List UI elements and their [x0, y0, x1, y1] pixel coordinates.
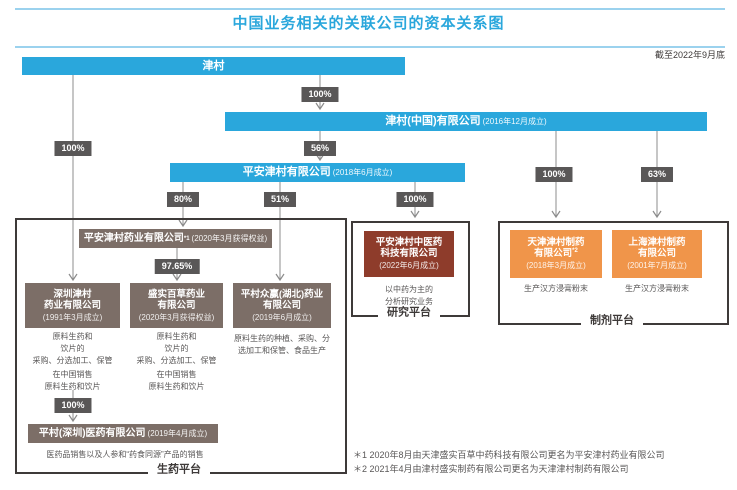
arrow-shenzhen-pingcun	[68, 414, 78, 423]
company-founded: (2016年12月成立)	[482, 116, 547, 126]
company-founded: (2018年3月成立)	[526, 261, 586, 270]
business-description: 以中药为主的 分析研究业务	[385, 285, 433, 306]
ownership-badge: 63%	[640, 167, 674, 183]
node-pingcun-zhongying: 平村众赢(湖北)药业 有限公司 (2019年6月成立)	[233, 283, 331, 328]
ownership-badge: 51%	[263, 192, 297, 208]
ownership-badge: 100%	[396, 192, 434, 208]
company-name: 盛实百草药业	[147, 288, 205, 300]
page-title: 中国业务相关的关联公司的资本关系图	[232, 15, 505, 32]
arrow-pingan-pharma	[178, 219, 188, 228]
ownership-badge: 100%	[54, 141, 92, 157]
arrow-pingan-tcm	[410, 210, 420, 219]
header-rule-top	[15, 8, 725, 10]
business-description: 医药品销售以及人参和“药食同源”产品的销售	[46, 450, 204, 459]
node-shenzhen-tsumura: 深圳津村 药业有限公司 (1991年3月成立)	[25, 283, 120, 328]
company-name: 有限公司	[637, 248, 676, 259]
footnote-marker: *2	[572, 247, 578, 254]
arrow-china-tianjin	[551, 210, 561, 219]
company-name: 平村(深圳)医药有限公司	[38, 427, 146, 439]
node-pingan-tcm-tech: 平安津村中医药 科技有限公司 (2022年6月成立)	[364, 231, 454, 277]
company-name: 药业有限公司	[43, 299, 101, 311]
company-name: 天津津村制药	[527, 237, 585, 248]
company-name: 平村众赢(湖北)药业	[240, 288, 324, 300]
business-description: 在中国销售 原料生药和饮片	[44, 370, 101, 391]
node-tsumura-china: 津村(中国)有限公司(2016年12月成立)	[225, 112, 707, 131]
company-name: 有限公司	[262, 299, 301, 311]
business-description: 生产汉方浸膏粉末	[625, 284, 689, 293]
company-name: 有限公司	[157, 299, 196, 311]
ownership-badge: 100%	[301, 87, 339, 103]
platform-label-crude-drug: 生药平台	[148, 463, 210, 477]
as-of-date: 截至2022年9月底	[654, 50, 725, 60]
arrow-pharma-shengshi	[172, 273, 182, 282]
platform-label-research: 研究平台	[378, 306, 440, 320]
arrow-tsumura-china	[315, 102, 325, 111]
company-name: 上海津村制药	[628, 237, 686, 248]
company-name: 津村	[202, 59, 225, 72]
arrow-tsumura-shenzhen	[68, 273, 78, 282]
company-name: 津村(中国)有限公司	[385, 115, 481, 127]
business-description: 生产汉方浸膏粉末	[524, 284, 588, 293]
platform-label-formulation: 制剂平台	[581, 314, 643, 328]
business-description: 原料生药和 饮片的 采购、分选加工、保管	[136, 332, 217, 365]
company-founded: (2020年3月获得权益)	[138, 312, 215, 322]
business-description: 原料生药和 饮片的 采购、分选加工、保管	[32, 332, 113, 365]
node-shengshi-baicao: 盛实百草药业 有限公司 (2020年3月获得权益)	[130, 283, 223, 328]
company-founded: (2019年4月成立)	[147, 428, 208, 438]
company-name: 平安津村药业有限公司	[83, 232, 184, 244]
company-founded: (2001年7月成立)	[627, 261, 687, 270]
node-tianjin-tsumura: 天津津村制药 有限公司*2 (2018年3月成立)	[510, 230, 602, 278]
footnote-2: ＊2 2021年4月由津村盛实制药有限公司更名为天津津村制药有限公司	[353, 464, 629, 474]
ownership-badge: 56%	[303, 141, 337, 157]
company-name: 科技有限公司	[380, 248, 438, 259]
node-pingan-pharma: 平安津村药业有限公司*1(2020年3月获得权益)	[79, 229, 272, 248]
company-founded: (2019年6月成立)	[252, 312, 312, 322]
company-founded: (2018年6月成立)	[332, 167, 393, 177]
node-pingcun-shenzhen: 平村(深圳)医药有限公司(2019年4月成立)	[28, 424, 218, 443]
ownership-badge: 80%	[166, 192, 200, 208]
company-founded: (1991年3月成立)	[42, 312, 103, 322]
ownership-badge: 100%	[535, 167, 573, 183]
header-rule-bottom	[15, 46, 725, 48]
company-name: 深圳津村	[53, 288, 92, 300]
company-name: 平安津村中医药	[375, 237, 443, 248]
company-founded: (2020年3月获得权益)	[191, 233, 268, 243]
company-name-text: 有限公司	[534, 248, 573, 259]
company-name: 平安津村有限公司	[242, 166, 331, 178]
arrow-china-shanghai	[652, 210, 662, 219]
node-tsumura: 津村	[22, 57, 405, 75]
business-description: 在中国销售 原料生药和饮片	[148, 370, 205, 391]
footnote-1: ＊1 2020年8月由天津盛实百草中药科技有限公司更名为平安津村药业有限公司	[353, 450, 665, 460]
business-description: 原料生药的种植、采购、分 选加工和保管、食品生产	[234, 334, 330, 355]
ownership-badge: 97.65%	[154, 259, 200, 275]
node-pingan-tsumura: 平安津村有限公司(2018年6月成立)	[170, 163, 465, 182]
arrow-pingan-zhongying	[275, 273, 285, 282]
company-founded: (2022年6月成立)	[379, 261, 439, 270]
node-shanghai-tsumura: 上海津村制药 有限公司 (2001年7月成立)	[612, 230, 702, 278]
ownership-badge: 100%	[54, 398, 92, 414]
company-name: 有限公司*2	[534, 248, 578, 259]
